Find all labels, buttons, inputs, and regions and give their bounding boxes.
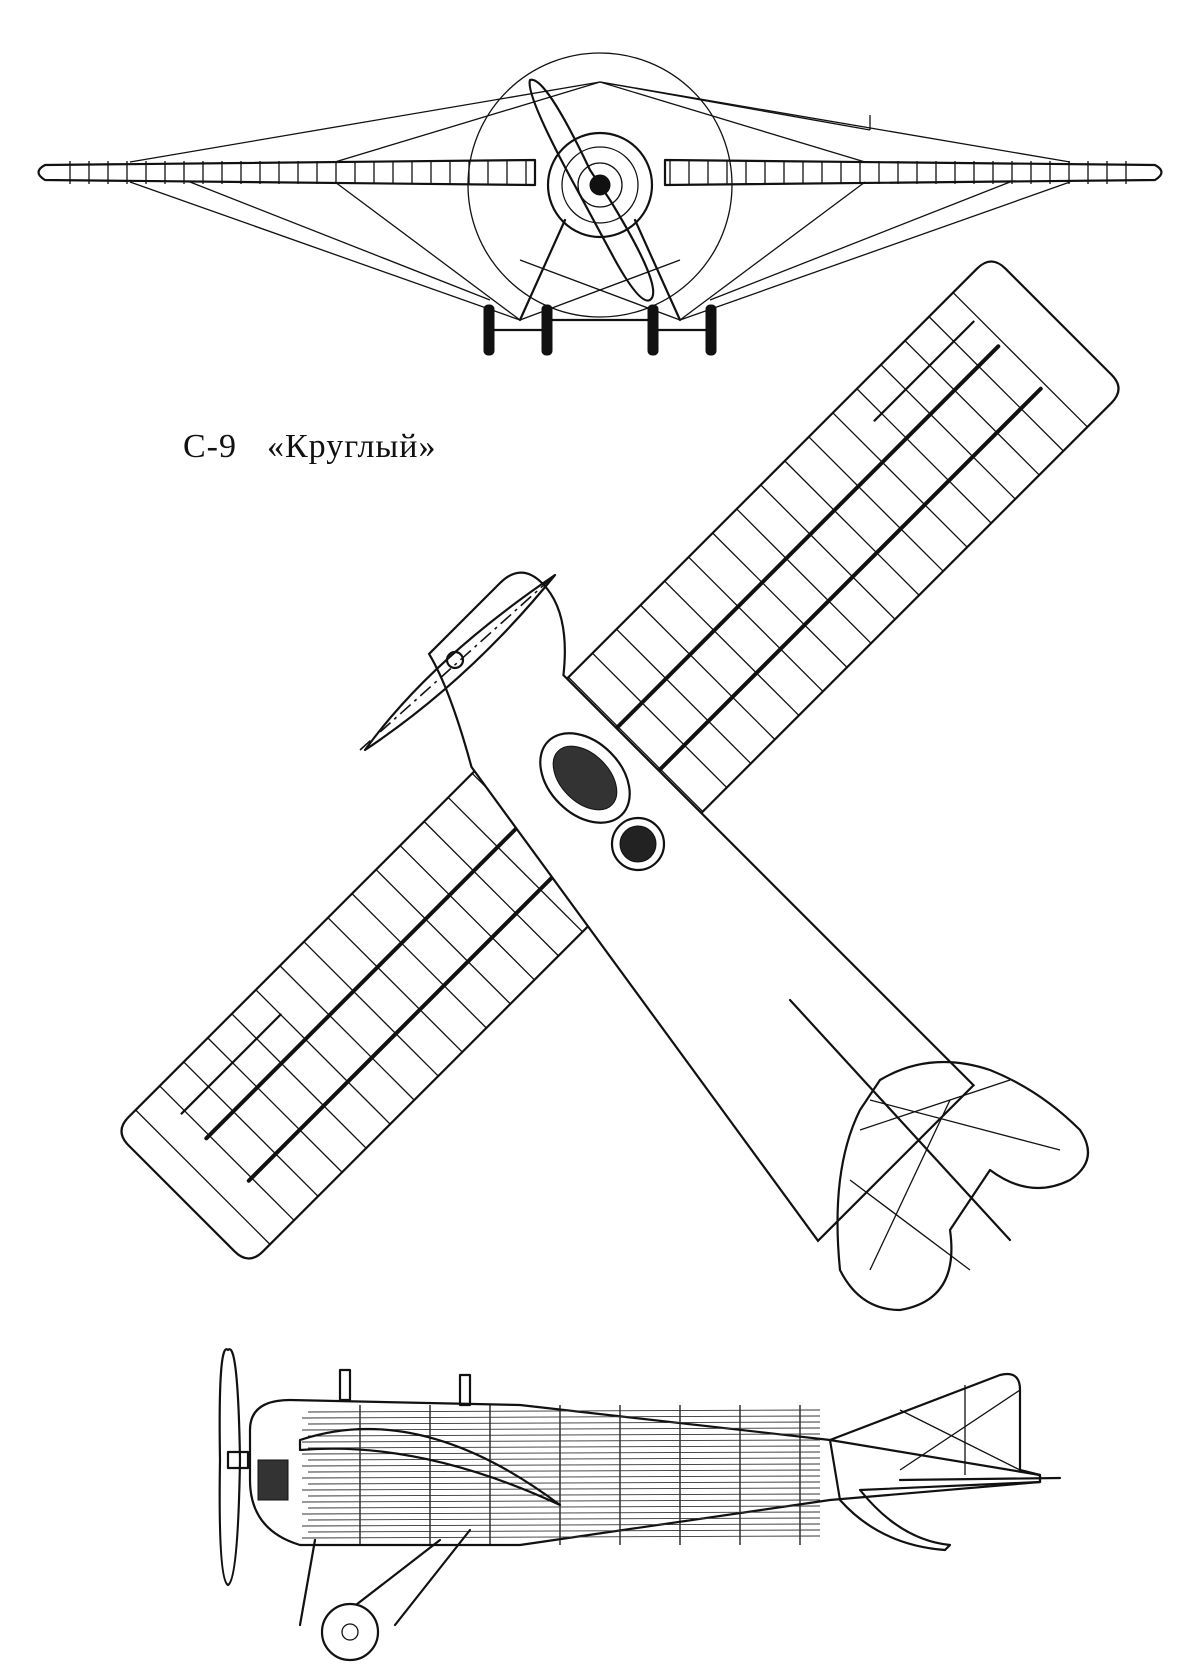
- structure-line: [567, 676, 704, 813]
- structure-line: [307, 1433, 821, 1437]
- structure-line: [399, 845, 535, 981]
- structure-line: [928, 316, 1064, 452]
- structure-line: [688, 556, 824, 692]
- structure-line: [255, 989, 391, 1125]
- structure-line: [736, 508, 872, 644]
- structure-line: [301, 1463, 821, 1467]
- front-view-bracing-wires: [129, 81, 1071, 321]
- structure-line: [616, 628, 752, 764]
- front-view-wing: [37, 158, 1163, 187]
- side-view-tail: [828, 1372, 1062, 1552]
- structure-line: [301, 1451, 821, 1455]
- side-view-fuselage: [248, 1398, 1042, 1547]
- structure-line: [664, 580, 800, 716]
- structure-line: [301, 1523, 821, 1527]
- structure-line: [307, 1493, 821, 1497]
- structure-line: [832, 412, 968, 548]
- structure-line: [591, 652, 728, 789]
- front-view-engine: [546, 131, 654, 239]
- structure-line: [231, 1013, 367, 1149]
- structure-line: [904, 340, 1040, 476]
- structure-line: [307, 1457, 821, 1461]
- structure-line: [307, 1421, 821, 1425]
- structure-line: [307, 1481, 821, 1485]
- structure-line: [307, 1469, 821, 1473]
- structure-line: [856, 388, 992, 524]
- structure-line: [301, 1415, 821, 1419]
- structure-line: [640, 604, 776, 740]
- structure-line: [760, 484, 896, 620]
- structure-line: [307, 1517, 821, 1521]
- structure-line: [784, 460, 920, 596]
- structure-line: [808, 436, 944, 572]
- structure-line: [375, 869, 511, 1005]
- side-view-landing-gear: [298, 1528, 472, 1662]
- structure-line: [207, 1037, 343, 1173]
- structure-line: [952, 292, 1088, 428]
- structure-line: [880, 364, 1016, 500]
- side-view-cockpit-and-guns: [298, 1368, 562, 1507]
- aircraft-caption: С-9 «Круглый»: [183, 428, 436, 466]
- front-view-propeller-disc: [467, 52, 733, 318]
- structure-line: [183, 1061, 319, 1197]
- structure-line: [307, 1529, 821, 1533]
- structure-line: [301, 1535, 821, 1539]
- top-view-tailplane: [788, 998, 1090, 1312]
- structure-line: [301, 1439, 821, 1443]
- structure-line: [301, 1499, 821, 1503]
- structure-line: [301, 1487, 821, 1491]
- structure-line: [279, 965, 415, 1101]
- structure-line: [307, 1505, 821, 1509]
- structure-line: [423, 821, 559, 957]
- structure-line: [327, 917, 463, 1053]
- top-view-propeller: [359, 573, 557, 752]
- structure-line: [307, 1445, 821, 1449]
- side-view-propeller: [218, 1348, 250, 1587]
- structure-line: [301, 1475, 821, 1479]
- structure-line: [303, 941, 439, 1077]
- aircraft-name: «Круглый»: [267, 428, 437, 465]
- structure-line: [307, 1409, 821, 1413]
- structure-line: [135, 1109, 271, 1245]
- top-view-cockpit: [539, 732, 666, 872]
- structure-line: [159, 1085, 295, 1221]
- top-view-fuselage: [427, 571, 976, 1243]
- structure-line: [712, 532, 848, 668]
- structure-line: [351, 893, 487, 1029]
- structure-line: [447, 797, 583, 933]
- front-view-landing-gear: [483, 218, 717, 356]
- aircraft-designation: С-9: [183, 428, 237, 465]
- structure-line: [301, 1511, 821, 1515]
